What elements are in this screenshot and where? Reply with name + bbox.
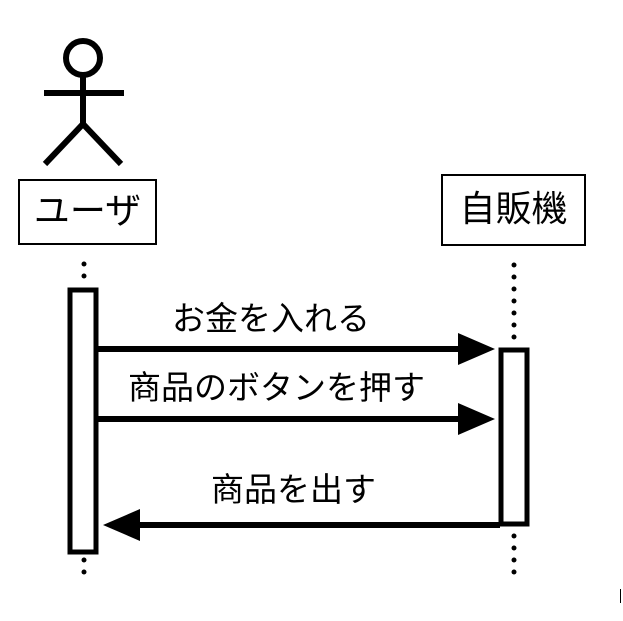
user-activation-bar bbox=[67, 287, 99, 555]
participant-machine-label: 自販機 bbox=[459, 189, 568, 230]
message-2-label: 商品のボタンを押す bbox=[128, 368, 425, 407]
stick-figure-icon bbox=[42, 38, 124, 167]
message-3-label: 商品を出す bbox=[211, 470, 376, 509]
participant-machine: 自販機 bbox=[441, 174, 586, 246]
message-1-label: お金を入れる bbox=[172, 299, 370, 338]
message-3-arrow bbox=[103, 509, 500, 541]
message-2-arrow bbox=[96, 403, 495, 435]
user-lifeline bbox=[81, 261, 87, 575]
machine-lifeline bbox=[511, 262, 517, 575]
participant-user-label: ユーザ bbox=[33, 191, 142, 232]
participant-user: ユーザ bbox=[18, 179, 157, 245]
edge-tick bbox=[620, 589, 621, 603]
message-1-arrow bbox=[96, 333, 495, 365]
machine-activation-bar bbox=[498, 347, 530, 527]
